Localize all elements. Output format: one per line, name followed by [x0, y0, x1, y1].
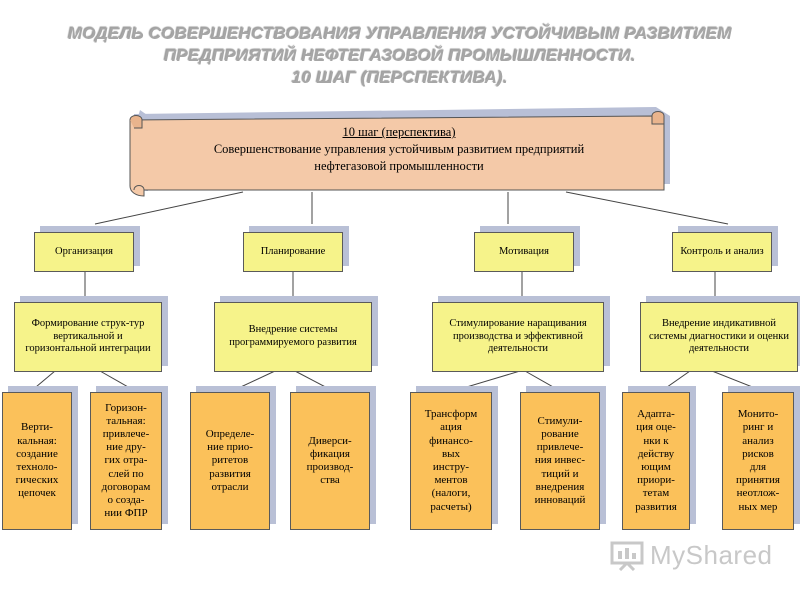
level3-diversification: Диверси- фикация производ- ства [290, 392, 370, 530]
scroll-line-1: Совершенствование управления устойчивым … [213, 141, 585, 156]
level2-production-stimulation: Стимулирование наращивания производства … [432, 302, 604, 372]
page-title-line-1: МОДЕЛЬ СОВЕРШЕНСТВОВАНИЯ УПРАВЛЕНИЯ УСТО… [68, 24, 732, 43]
level3-horizontal-integration: Горизон- тальная: привлече- ние дру- гих… [90, 392, 162, 530]
presentation-board-icon [610, 541, 644, 571]
level3-assessment-adaptation: Адапта- ция оце- нки к действу ющим прио… [622, 392, 690, 530]
page-title-line-3: 10 ШАГ (ПЕРСПЕКТИВА). [292, 68, 508, 87]
page-title-line-2: ПРЕДПРИЯТИЙ НЕФТЕГАЗОВОЙ ПРОМЫШЛЕННОСТИ. [164, 46, 636, 65]
scroll-banner [129, 107, 670, 197]
level3-vertical-integration: Верти- кальная: создание техноло- гическ… [2, 392, 72, 530]
level1-motivation: Мотивация [474, 232, 574, 272]
level3-priorities: Определе- ние прио- ритетов развития отр… [190, 392, 270, 530]
level2-programmed-development: Внедрение системы программируемого разви… [214, 302, 372, 372]
level1-planning: Планирование [243, 232, 343, 272]
level2-indicative-diagnostics: Внедрение индикативной системы диагности… [640, 302, 798, 372]
level3-financial-instruments: Трансформ ация финансо- вых инстру- мент… [410, 392, 492, 530]
level1-control-analysis: Контроль и анализ [672, 232, 772, 272]
myshared-logo: MyShared [610, 540, 773, 571]
scroll-content: 10 шаг (перспектива) Совершенствование у… [140, 124, 658, 175]
level2-integration-structures: Формирование струк-тур вертикальной и го… [14, 302, 162, 372]
level3-investment-stimulation: Стимули- рование привлече- ния инвес- ти… [520, 392, 600, 530]
level1-organization: Организация [34, 232, 134, 272]
logo-text: MyShared [650, 540, 773, 570]
scroll-line-2: нефтегазовой промышленности [314, 158, 484, 173]
connector-lines [29, 191, 766, 393]
scroll-heading: 10 шаг (перспектива) [342, 125, 456, 139]
level3-risk-monitoring: Монито- ринг и анализ рисков для приняти… [722, 392, 794, 530]
